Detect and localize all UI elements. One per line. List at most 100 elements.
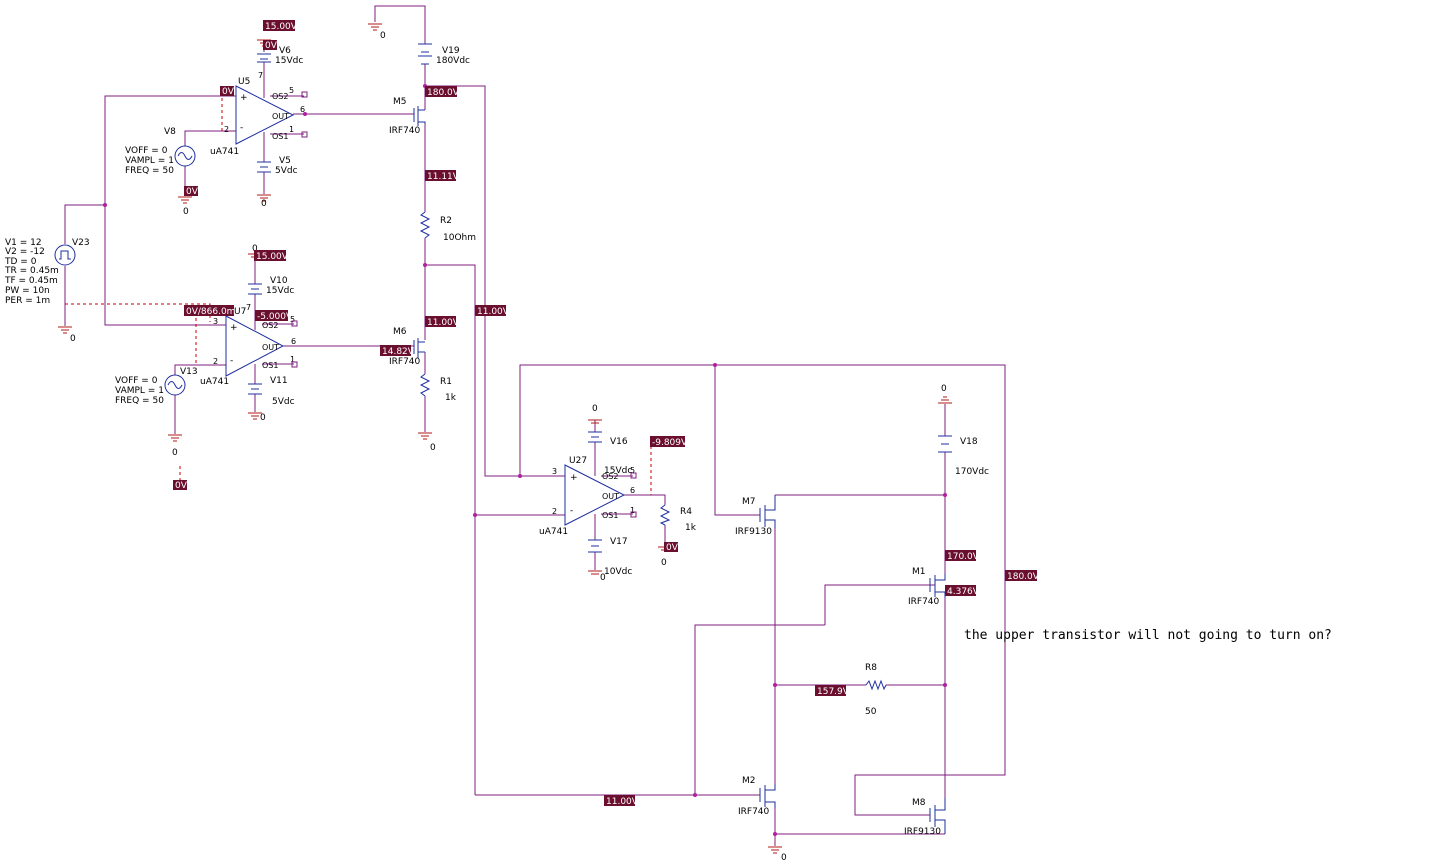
- svg-text:M8: M8: [912, 798, 926, 808]
- resistor-r1: R1 1k: [419, 373, 457, 403]
- ground-v11: [248, 412, 262, 420]
- voltage-tag: 4.376V: [945, 585, 980, 597]
- svg-text:15Vdc: 15Vdc: [275, 56, 303, 66]
- svg-text:V18: V18: [960, 437, 978, 447]
- svg-text:1: 1: [290, 355, 295, 364]
- dc-source-v17: V17 10Vdc: [588, 537, 632, 577]
- ground-v17: [588, 570, 602, 575]
- voltage-tag: 0V: [664, 542, 679, 553]
- opamp-u5: + - OUT OS2 OS1 U5 uA741 7 2 6 5 1: [210, 71, 308, 157]
- svg-text:0: 0: [172, 448, 178, 458]
- voltage-tag: 170.0V: [945, 550, 980, 562]
- ground-v8: [178, 196, 192, 204]
- sine-source-v13: V13 VOFF = 0 VAMPL = 1 FREQ = 50: [115, 367, 198, 406]
- voltage-tag: 15.00V: [254, 250, 289, 262]
- svg-text:7: 7: [246, 303, 251, 312]
- svg-text:OS2: OS2: [262, 321, 278, 330]
- dc-source-v16: V16 15Vdc: [588, 431, 632, 476]
- svg-text:R1: R1: [440, 377, 452, 387]
- voltage-tag: 0V/866.0m: [184, 305, 235, 317]
- voltage-tag: 11.00V: [425, 316, 460, 328]
- svg-text:0V: 0V: [666, 543, 679, 553]
- dc-source-v11: V11 5Vdc: [248, 376, 295, 407]
- voltage-tag: 0V: [184, 186, 199, 197]
- svg-text:180.0V: 180.0V: [1007, 572, 1040, 582]
- svg-text:U27: U27: [569, 456, 587, 466]
- svg-text:FREQ = 50: FREQ = 50: [125, 166, 174, 176]
- voltage-tag: 157.9V: [815, 685, 850, 697]
- wires: [64, 5, 1006, 846]
- svg-text:0V: 0V: [265, 41, 278, 51]
- svg-text:OUT: OUT: [262, 343, 279, 352]
- voltage-tag: 11.11V: [425, 170, 460, 182]
- svg-text:R2: R2: [440, 216, 452, 226]
- svg-text:10Vdc: 10Vdc: [604, 567, 632, 577]
- svg-text:5: 5: [289, 86, 294, 95]
- svg-text:0: 0: [70, 334, 76, 344]
- svg-text:11.00V: 11.00V: [427, 318, 460, 328]
- voltage-tag: 11.00V: [604, 795, 639, 807]
- svg-text:-: -: [570, 506, 573, 516]
- svg-text:2: 2: [213, 357, 218, 366]
- svg-text:V5: V5: [279, 156, 291, 166]
- ground-r1: [418, 432, 432, 440]
- svg-text:-: -: [230, 356, 233, 366]
- svg-text:V6: V6: [279, 46, 291, 56]
- svg-text:OUT: OUT: [602, 492, 619, 501]
- svg-text:50: 50: [865, 707, 877, 717]
- svg-text:uA741: uA741: [539, 527, 568, 537]
- sine-source-v8: V8 VOFF = 0 VAMPL = 1 FREQ = 50: [125, 127, 196, 176]
- svg-text:180.0V: 180.0V: [427, 88, 460, 98]
- svg-text:15Vdc: 15Vdc: [266, 286, 294, 296]
- svg-text:M6: M6: [393, 327, 407, 337]
- voltage-tag: -5.000V: [255, 310, 293, 322]
- svg-text:+: +: [570, 473, 578, 483]
- svg-text:V10: V10: [270, 276, 288, 286]
- mosfet-m5: M5 IRF740: [389, 97, 426, 136]
- svg-text:V11: V11: [270, 376, 288, 386]
- dc-source-v6: V6 15Vdc: [257, 46, 303, 66]
- svg-text:0: 0: [941, 384, 947, 394]
- svg-text:PER = 1m: PER = 1m: [5, 296, 50, 306]
- ground-bottom: [768, 846, 782, 854]
- opamp-u7: + - OUT OS2 OS1 U7 uA741 3 2 6 5 1 7: [200, 303, 298, 387]
- ground-u27-top: [588, 419, 602, 424]
- ground-v5: [257, 194, 271, 202]
- svg-text:6: 6: [300, 105, 305, 114]
- svg-text:11.11V: 11.11V: [427, 172, 460, 182]
- svg-text:15.00V: 15.00V: [256, 252, 289, 262]
- svg-text:0: 0: [430, 443, 436, 453]
- svg-text:uA741: uA741: [210, 147, 239, 157]
- svg-text:TR = 0.45m: TR = 0.45m: [4, 266, 59, 276]
- svg-text:0V: 0V: [175, 481, 188, 491]
- mosfet-m7: M7 IRF9130: [735, 495, 776, 537]
- svg-text:1k: 1k: [685, 523, 697, 533]
- svg-text:4.376V: 4.376V: [947, 587, 980, 597]
- dc-source-v19: V19 180Vdc: [418, 43, 470, 66]
- svg-text:5: 5: [630, 466, 635, 475]
- voltage-tag: 180.0V: [1005, 570, 1040, 582]
- svg-text:1k: 1k: [445, 393, 457, 403]
- dc-source-v18: V18 170Vdc: [938, 435, 989, 477]
- svg-text:+: +: [240, 93, 248, 103]
- svg-text:1: 1: [289, 125, 294, 134]
- svg-text:OUT: OUT: [272, 112, 289, 121]
- svg-text:R8: R8: [865, 663, 877, 673]
- ground-labels: 0 0 0 0 0 0 0 0 0 0 0 0 0: [70, 31, 947, 863]
- svg-text:OS1: OS1: [602, 511, 618, 520]
- svg-text:-9.809V: -9.809V: [652, 438, 688, 448]
- annotation-question: the upper transistor will not going to t…: [964, 628, 1332, 643]
- svg-text:V1 = 12: V1 = 12: [5, 238, 42, 248]
- svg-text:IRF740: IRF740: [389, 357, 421, 367]
- svg-text:0V: 0V: [186, 187, 199, 197]
- svg-text:-: -: [240, 123, 243, 133]
- svg-text:+: +: [230, 323, 238, 333]
- ground-top-v19: [368, 23, 382, 31]
- svg-text:0V/866.0m: 0V/866.0m: [186, 307, 235, 317]
- mosfet-m6: M6 IRF740: [389, 327, 425, 367]
- svg-text:170.0V: 170.0V: [947, 552, 980, 562]
- dc-source-v10: V10 15Vdc: [248, 276, 294, 296]
- resistor-r4: R4 1k: [659, 504, 697, 533]
- svg-text:OS1: OS1: [262, 361, 278, 370]
